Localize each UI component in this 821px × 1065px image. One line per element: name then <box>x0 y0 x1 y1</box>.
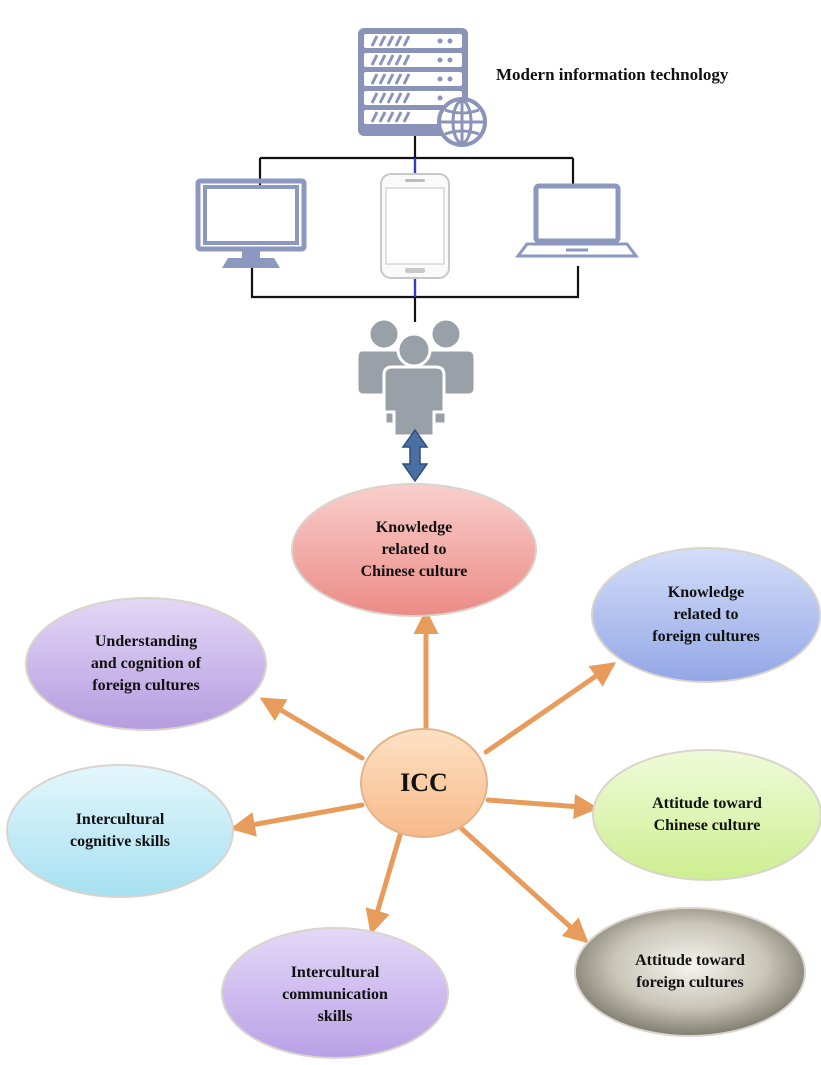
laptop-icon <box>515 183 639 258</box>
arrow-to-attitude-foreign <box>459 826 589 944</box>
node-understanding-shape <box>25 597 267 731</box>
arrow-to-foreign-knowledge <box>483 662 617 755</box>
users-group-icon <box>355 317 477 438</box>
node-communication-skills-shape <box>221 927 449 1059</box>
arrow-to-attitude-chinese <box>485 794 599 819</box>
diagram-title: Modern information technology <box>496 65 729 84</box>
desktop-monitor-icon <box>195 178 307 268</box>
node-foreign-knowledge-shape <box>591 547 821 683</box>
icc-connectors <box>230 609 617 944</box>
node-chinese-knowledge-shape <box>291 483 537 617</box>
double-arrow-icon <box>401 428 429 483</box>
arrow-to-communication-skills <box>365 832 403 935</box>
node-attitude-chinese-shape <box>592 749 821 881</box>
node-cognitive-skills-shape <box>6 764 234 898</box>
smartphone-icon <box>380 173 450 279</box>
arrow-to-cognitive-skills <box>230 802 365 837</box>
arrow-to-understanding <box>259 697 365 761</box>
icc-center: ICC <box>400 768 448 797</box>
node-attitude-foreign-shape <box>574 907 806 1037</box>
icc-center-shape <box>360 728 488 838</box>
server-globe-icon <box>358 28 487 147</box>
